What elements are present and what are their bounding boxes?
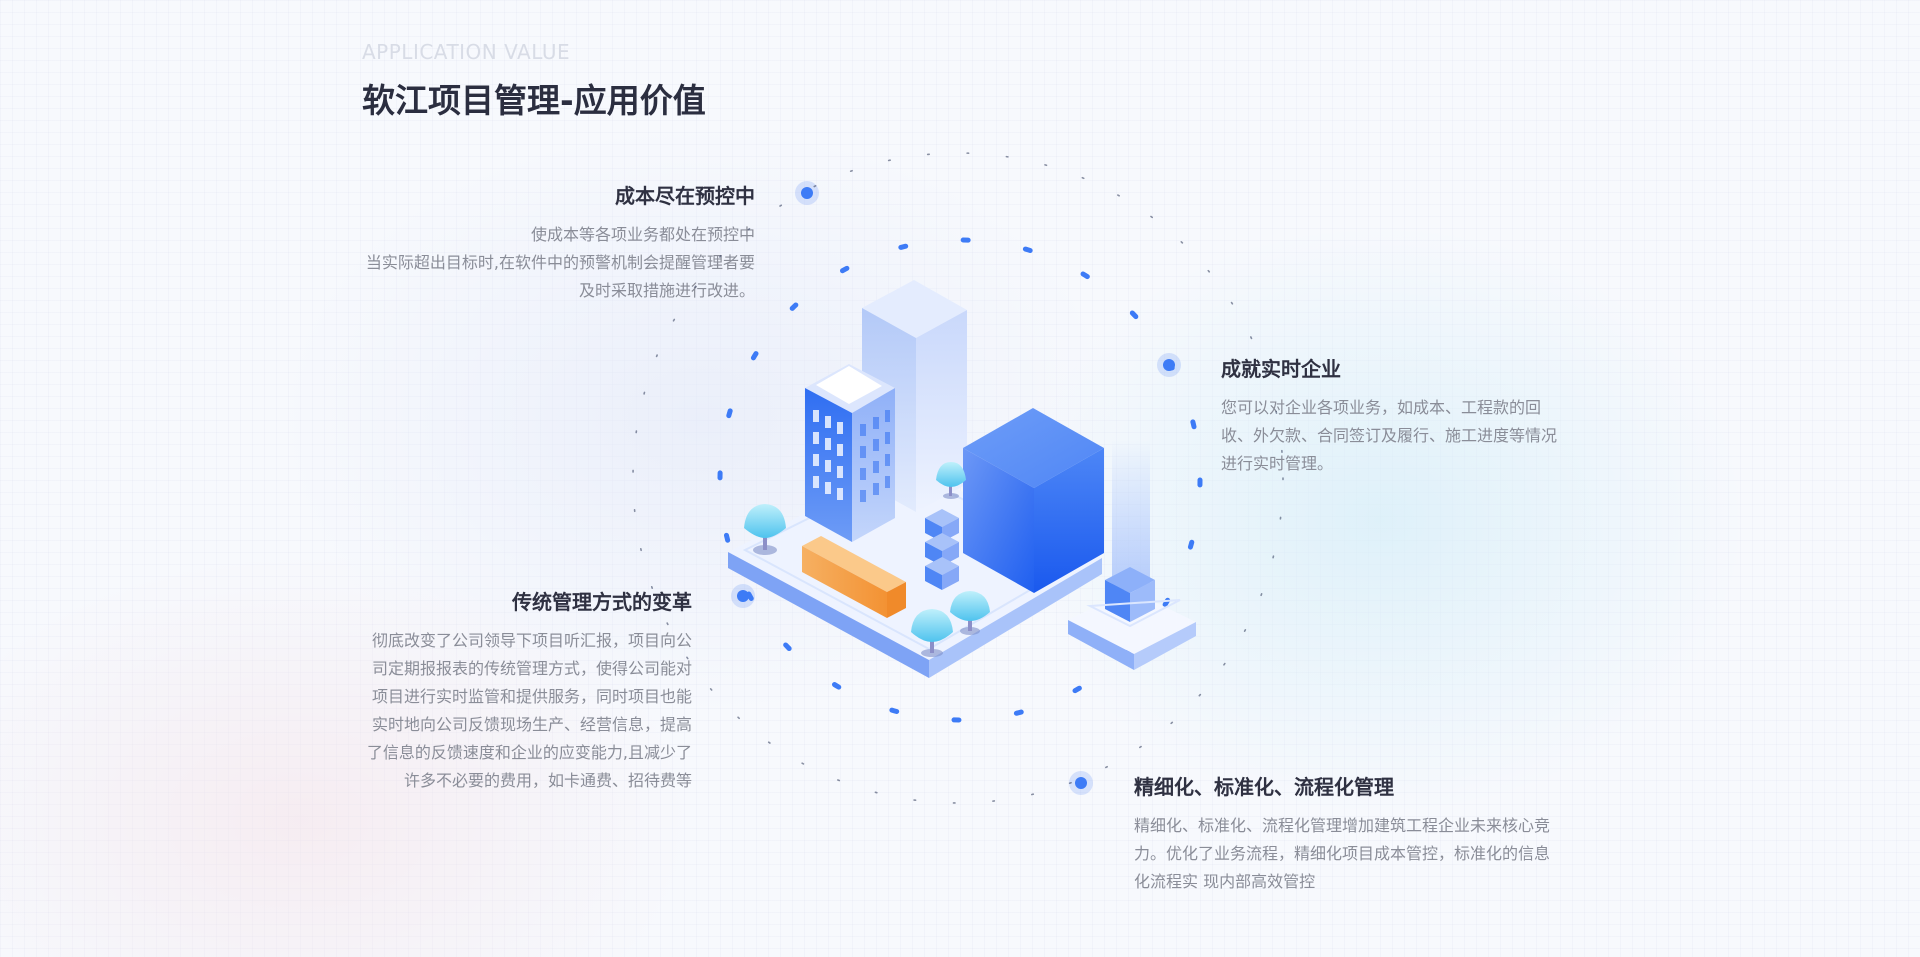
isometric-city-illustration xyxy=(632,152,1284,804)
page-title: 软江项目管理-应用价值 xyxy=(362,81,706,120)
feature-management-reform: 传统管理方式的变革 彻底改变了公司领导下项目听汇报，项目向公 司定期报报表的传统… xyxy=(340,586,692,795)
feature-line: 了信息的反馈速度和企业的应变能力,且减少了 xyxy=(366,743,692,762)
feature-line: 进行实时管理。 xyxy=(1221,454,1334,473)
bullet-dot-icon xyxy=(1069,771,1093,795)
tree-icon xyxy=(911,609,953,657)
feature-title: 传统管理方式的变革 xyxy=(512,590,692,614)
tree-icon xyxy=(950,591,990,635)
feature-description: 您可以对企业各项业务，如成本、工程款的回 收、外欠款、合同签订及履行、施工进度等… xyxy=(1221,394,1601,478)
feature-realtime-enterprise: 成就实时企业 您可以对企业各项业务，如成本、工程款的回 收、外欠款、合同签订及履… xyxy=(1221,353,1601,478)
feature-standardized-management: 精细化、标准化、流程化管理 精细化、标准化、流程化管理增加建筑工程企业未来核心竞… xyxy=(1134,771,1574,896)
feature-line: 项目进行实时监管和提供服务，同时项目也能 xyxy=(371,687,692,706)
feature-line: 及时采取措施进行改进。 xyxy=(578,281,755,300)
feature-title: 成就实时企业 xyxy=(1221,357,1341,381)
feature-line: 使成本等各项业务都处在预控中 xyxy=(530,225,755,244)
feature-description: 彻底改变了公司领导下项目听汇报，项目向公 司定期报报表的传统管理方式，使得公司能… xyxy=(340,627,692,795)
feature-title: 成本尽在预控中 xyxy=(615,184,755,208)
feature-line: 力。优化了业务流程，精细化项目成本管控，标准化的信息 xyxy=(1134,844,1551,863)
feature-line: 彻底改变了公司领导下项目听汇报，项目向公 xyxy=(371,631,692,650)
feature-title: 精细化、标准化、流程化管理 xyxy=(1134,775,1394,799)
feature-line: 当实际超出目标时,在软件中的预警机制会提醒管理者要 xyxy=(365,253,755,272)
feature-line: 收、外欠款、合同签订及履行、施工进度等情况 xyxy=(1221,426,1558,445)
feature-line: 化流程实 现内部高效管控 xyxy=(1134,872,1316,891)
feature-line: 实时地向公司反馈现场生产、经营信息，提高 xyxy=(371,715,692,734)
stacked-blocks xyxy=(925,509,959,590)
feature-line: 您可以对企业各项业务，如成本、工程款的回 xyxy=(1221,398,1542,417)
tree-icon xyxy=(936,462,966,499)
outer-dotted-ring xyxy=(632,152,1284,804)
feature-line: 司定期报报表的传统管理方式，使得公司能对 xyxy=(371,659,692,678)
bullet-dot-icon xyxy=(1157,353,1181,377)
inner-dashed-ring xyxy=(717,237,1203,723)
feature-line: 精细化、标准化、流程化管理增加建筑工程企业未来核心竞 xyxy=(1134,816,1551,835)
feature-description: 使成本等各项业务都处在预控中 当实际超出目标时,在软件中的预警机制会提醒管理者要… xyxy=(355,221,755,305)
feature-description: 精细化、标准化、流程化管理增加建筑工程企业未来核心竞 力。优化了业务流程，精细化… xyxy=(1134,812,1574,896)
page-subtitle: APPLICATION VALUE xyxy=(362,40,571,64)
tree-icon xyxy=(744,504,786,555)
feature-line: 许多不必要的费用，如卡通费、招待费等 xyxy=(403,771,692,790)
bullet-dot-icon xyxy=(795,181,819,205)
feature-cost-control: 成本尽在预控中 使成本等各项业务都处在预控中 当实际超出目标时,在软件中的预警机… xyxy=(355,180,755,305)
